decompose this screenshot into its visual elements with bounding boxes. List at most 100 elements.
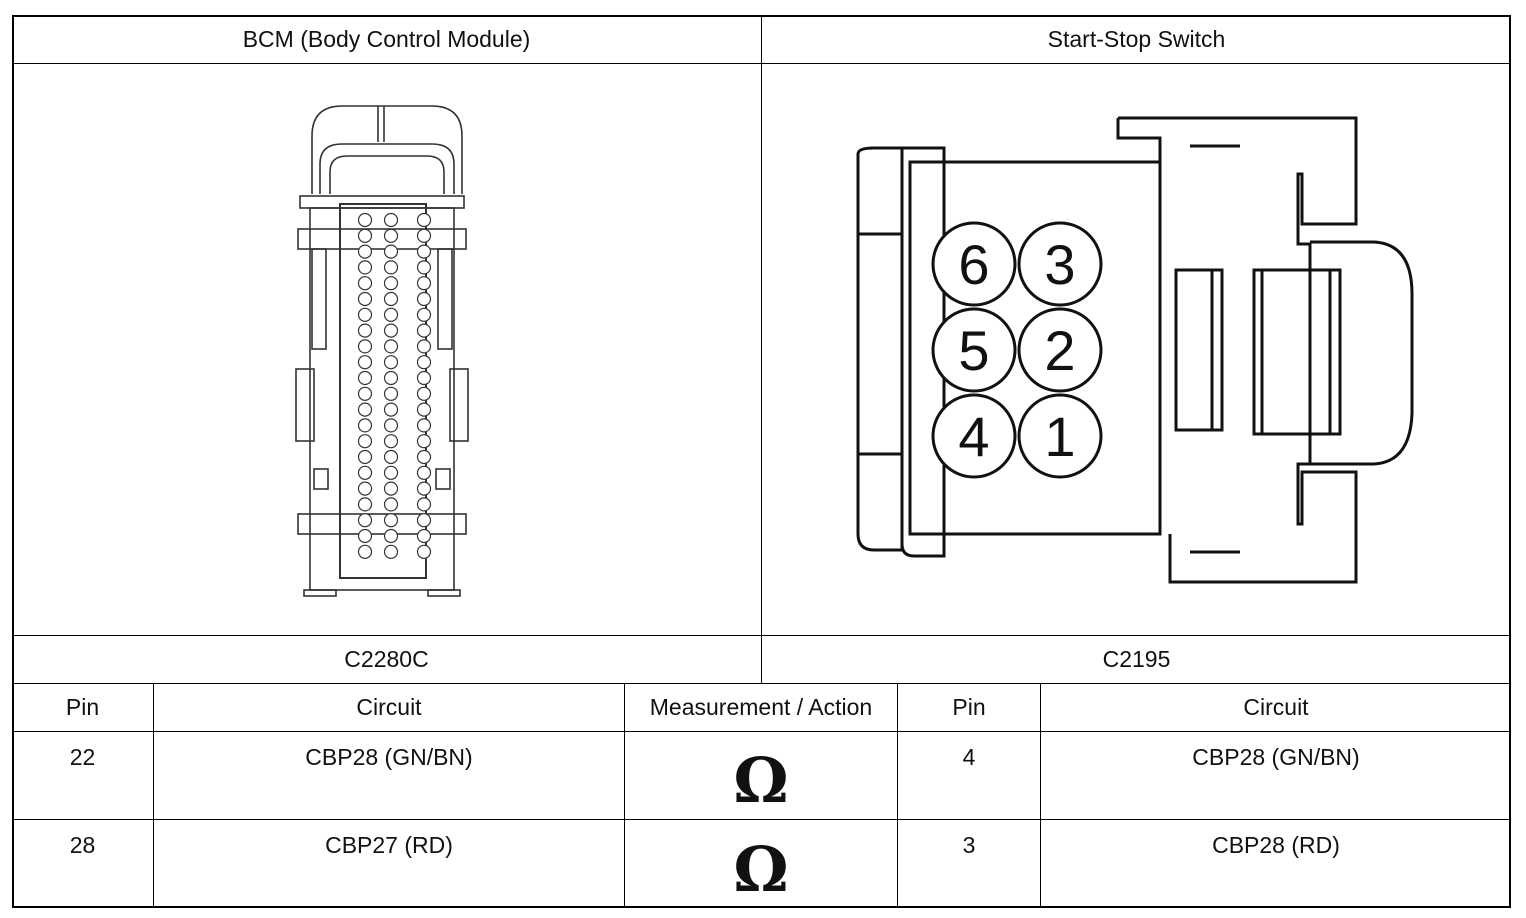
bcm-pin (357, 449, 373, 465)
bcm-pin (383, 228, 399, 243)
bcm-pin (383, 465, 399, 480)
divider-col-1 (153, 683, 154, 908)
switch-pin-label: 4 (958, 405, 989, 468)
bcm-connector-icon (295, 105, 469, 597)
bcm-pin (357, 212, 373, 228)
switch-pin (1017, 307, 1103, 393)
bcm-pin (416, 386, 432, 401)
bcm-pin (357, 244, 373, 259)
switch-pin (931, 393, 1017, 479)
divider-col-3 (897, 683, 898, 908)
row1-circuit-b: CBP28 (GN/BN) (1192, 744, 1360, 770)
bcm-pin (357, 528, 373, 544)
bcm-pin (416, 465, 432, 480)
bcm-pin (357, 260, 373, 275)
bcm-pin (357, 418, 373, 433)
switch-pin-label: 3 (1044, 233, 1075, 296)
bcm-pin (357, 370, 373, 386)
bcm-pin (357, 291, 373, 307)
ohm-symbol: Ω (733, 833, 789, 906)
header-pin-a: Pin (65, 694, 100, 720)
row2-circuit-b: CBP28 (RD) (1212, 832, 1340, 858)
bcm-title: BCM (Body Control Module) (242, 25, 531, 52)
bcm-pin (357, 481, 373, 496)
switch-pin (931, 221, 1017, 307)
switch-pin (1017, 221, 1103, 307)
bcm-pin (357, 465, 373, 480)
switch-pin-label: 5 (958, 319, 989, 382)
bcm-pin (416, 418, 432, 433)
bcm-pin (383, 307, 399, 322)
bcm-pin (416, 449, 432, 465)
bcm-pin (383, 339, 399, 354)
bcm-pin (357, 276, 373, 291)
switch-title: Start-Stop Switch (1047, 25, 1226, 52)
switch-pin (1017, 393, 1103, 479)
bcm-pin (416, 307, 432, 322)
bcm-pin (416, 434, 432, 449)
bcm-pin (383, 386, 399, 401)
bcm-pin (383, 544, 399, 559)
bcm-pin (416, 323, 432, 338)
switch-pin-label: 6 (958, 233, 989, 296)
row1-pin-a: 22 (69, 744, 96, 770)
bcm-pin (416, 244, 432, 259)
bcm-pin (357, 402, 373, 417)
bcm-pin (416, 528, 432, 544)
bcm-pin (357, 323, 373, 338)
bcm-pin (383, 481, 399, 496)
switch-pin-label: 1 (1044, 405, 1075, 468)
bcm-pin (357, 339, 373, 354)
header-circuit-b: Circuit (1243, 694, 1309, 720)
bcm-pin (383, 497, 399, 512)
ohm-icon: Ω (625, 732, 897, 819)
bcm-pin (416, 402, 432, 417)
row1-pin-b: 4 (962, 744, 976, 770)
divider-col-4 (1040, 683, 1041, 908)
bcm-pin (383, 323, 399, 338)
switch-connector-id: C2195 (1102, 646, 1171, 672)
bcm-pin (383, 244, 399, 259)
bcm-pin (383, 260, 399, 275)
bcm-pin (416, 212, 432, 228)
bcm-pin (383, 513, 399, 528)
switch-pin-label: 2 (1044, 319, 1075, 382)
bcm-pin (416, 228, 432, 243)
divider-col-2 (624, 683, 625, 908)
bcm-pin (416, 339, 432, 354)
bcm-pin (416, 513, 432, 528)
bcm-pin (357, 513, 373, 528)
bcm-pin (416, 291, 432, 307)
row1-circuit-a: CBP28 (GN/BN) (305, 744, 473, 770)
bcm-pin (383, 434, 399, 449)
divider-row-1 (12, 819, 1511, 820)
bcm-pin (416, 481, 432, 496)
row2-circuit-a: CBP27 (RD) (325, 832, 453, 858)
bcm-pin (383, 449, 399, 465)
bcm-pin (416, 544, 432, 559)
bcm-pin (357, 355, 373, 370)
bcm-pin (416, 355, 432, 370)
row2-pin-a: 28 (69, 832, 96, 858)
bcm-pin (383, 291, 399, 307)
header-measurement: Measurement / Action (649, 694, 873, 720)
ohm-symbol: Ω (733, 743, 789, 817)
bcm-connector-id: C2280C (344, 646, 429, 672)
bcm-pin (357, 544, 373, 559)
bcm-pin (357, 386, 373, 401)
bcm-pin (416, 260, 432, 275)
bcm-pin (416, 276, 432, 291)
bcm-pin (416, 497, 432, 512)
bcm-pin (383, 276, 399, 291)
bcm-pin (383, 355, 399, 370)
bcm-pin (383, 370, 399, 386)
bcm-pin (357, 228, 373, 243)
bcm-pin (357, 307, 373, 322)
switch-pin (931, 307, 1017, 393)
bcm-pin (416, 370, 432, 386)
ohm-icon: Ω (625, 820, 897, 908)
bcm-pin (357, 497, 373, 512)
header-pin-b: Pin (952, 694, 986, 720)
bcm-pin (383, 212, 399, 228)
